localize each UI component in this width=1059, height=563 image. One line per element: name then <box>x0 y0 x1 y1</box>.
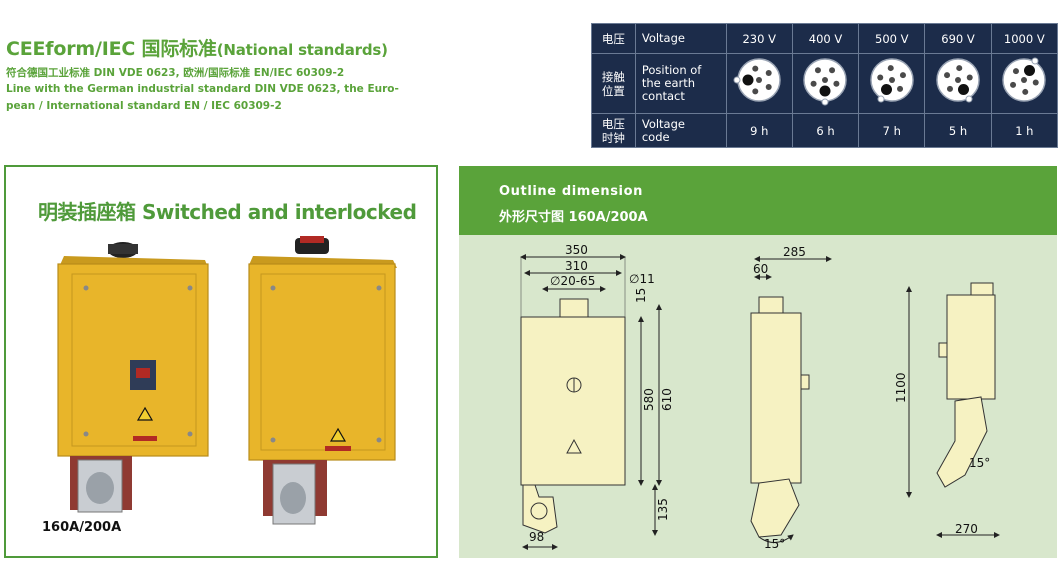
product-heading: 明装插座箱 Switched and interlocked <box>38 200 417 224</box>
dim-285: 285 <box>783 245 806 259</box>
position-cn: 接触位置 <box>591 53 636 114</box>
dim-60: 60 <box>753 262 768 276</box>
front-view: 350 310 ∅20-65 ∅11 15 580 610 135 98 <box>520 243 674 550</box>
socket-key <box>877 95 885 103</box>
code-9h: 9 h <box>725 113 793 148</box>
socket-pin <box>829 67 836 74</box>
voltage-500: 500 V <box>858 23 926 54</box>
socket-key <box>733 76 741 84</box>
code-1h: 1 h <box>990 113 1059 148</box>
dim-580: 580 <box>642 388 656 411</box>
voltage-1000: 1000 V <box>990 23 1059 54</box>
socket-key <box>1031 57 1039 65</box>
dim-d11: ∅11 <box>629 272 655 286</box>
outline-drawing: 350 310 ∅20-65 ∅11 15 580 610 135 98 285… <box>520 243 1000 551</box>
code-5h: 5 h <box>924 113 992 148</box>
socket-pin <box>956 65 963 72</box>
voltage-en: Voltage <box>634 23 727 54</box>
socket-face-icon <box>924 53 992 114</box>
code-7h: 7 h <box>858 113 926 148</box>
socket-pin <box>752 65 759 72</box>
dim-310: 310 <box>565 259 588 273</box>
title-main: CEEform/IEC 国际标准 <box>6 38 217 60</box>
dim-610: 610 <box>660 388 674 411</box>
socket-pin <box>1021 77 1028 83</box>
socket-key <box>965 95 973 103</box>
socket-pin <box>815 67 822 74</box>
dim-1100: 1100 <box>894 372 908 403</box>
socket-face-icon <box>791 53 860 114</box>
standard-line-en-1: Line with the German industrial standard… <box>6 83 399 95</box>
earth-contact <box>742 74 754 86</box>
socket-pin <box>822 77 829 83</box>
socket-box-photo-left <box>57 242 209 513</box>
dim-135: 135 <box>656 498 670 521</box>
socket-pin <box>887 65 894 72</box>
earth-contact <box>819 85 831 97</box>
side-view: 285 60 15° <box>750 245 832 551</box>
dim-d2065: ∅20-65 <box>550 274 595 288</box>
socket-pin <box>944 72 951 79</box>
dim-15deg-a: 15° <box>764 537 785 551</box>
code-6h: 6 h <box>791 113 860 148</box>
voltage-table: 电压 Voltage 230 V 400 V 500 V 690 V 1000 … <box>591 23 1059 148</box>
socket-face-icon <box>725 53 793 114</box>
standard-line-en-2: pean / International standard EN / IEC 6… <box>6 100 282 112</box>
dim-15: 15 <box>634 288 648 303</box>
socket-pin <box>896 85 903 92</box>
voltage-400: 400 V <box>791 23 860 54</box>
installed-view: 1100 15° 270 <box>894 282 1000 538</box>
socket-pin <box>1033 79 1040 86</box>
socket-pin <box>765 69 772 76</box>
socket-pin <box>946 85 953 92</box>
earth-contact <box>880 84 892 96</box>
standard-line-cn: 符合德国工业标准 DIN VDE 0623, 欧洲/国际标准 EN/IEC 60… <box>6 67 345 79</box>
socket-pin <box>888 77 895 83</box>
socket-pin <box>966 74 973 81</box>
voltage-row: 电压 Voltage 230 V 400 V 500 V 690 V 1000 … <box>591 23 1059 54</box>
code-cn: 电压时钟 <box>591 113 636 148</box>
socket-box-photo-right <box>248 236 397 525</box>
socket-pin <box>1013 68 1020 75</box>
earth-contact <box>958 84 970 96</box>
socket-pin <box>955 77 962 83</box>
product-caption: 160A/200A <box>42 520 122 535</box>
voltage-230: 230 V <box>725 23 793 54</box>
dim-270: 270 <box>955 522 978 536</box>
socket-pin <box>833 80 840 87</box>
socket-pin <box>899 72 906 79</box>
outline-header <box>459 166 1057 235</box>
socket-face-icon <box>990 53 1059 114</box>
title-suffix: (National standards) <box>216 41 388 59</box>
dim-350: 350 <box>565 243 588 257</box>
voltage-cn: 电压 <box>591 23 636 54</box>
socket-pin <box>811 80 818 87</box>
outline-title-en: Outline dimension <box>499 184 643 199</box>
socket-face-icon <box>858 53 926 114</box>
outline-title-cn: 外形尺寸图 160A/200A <box>499 210 648 225</box>
page-title: CEEform/IEC 国际标准(National standards) <box>6 34 388 61</box>
socket-pin <box>752 88 759 95</box>
socket-pin <box>756 77 763 83</box>
socket-pin <box>1010 81 1017 88</box>
socket-pin <box>765 84 772 91</box>
socket-pin <box>877 74 884 81</box>
socket-key <box>821 98 829 106</box>
dim-15deg-b: 15° <box>969 456 990 470</box>
socket-pin <box>1022 88 1029 95</box>
voltage-690: 690 V <box>924 23 992 54</box>
earth-contact <box>1024 64 1036 76</box>
dim-98: 98 <box>529 530 544 544</box>
